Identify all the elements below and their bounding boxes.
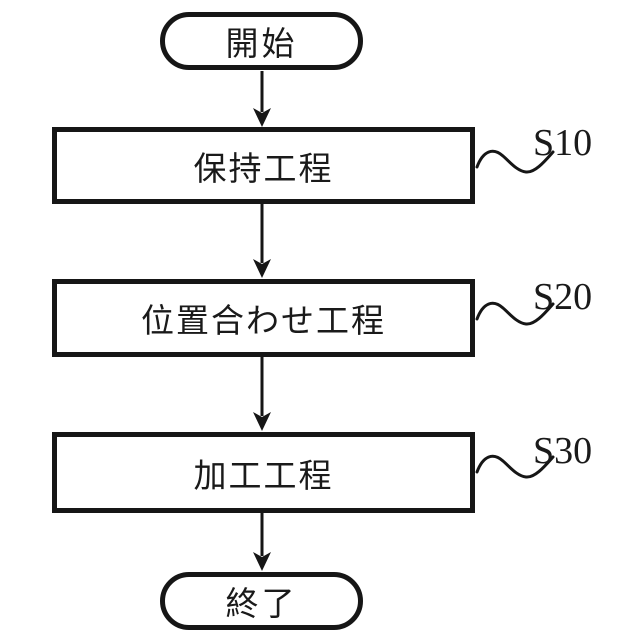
step-ref-label-s20: S20 [533,276,593,318]
end-terminal: 終了 [160,572,363,630]
step-ref-label-s10: S10 [533,122,593,164]
down-arrow [253,71,271,127]
start-terminal: 開始 [160,12,363,70]
process-box-machining: 加工工程 [52,432,475,513]
process-label: 保持工程 [193,149,334,187]
step-ref-squiggle [475,454,555,479]
process-box-alignment: 位置合わせ工程 [52,279,475,357]
end-label: 終了 [225,585,298,622]
step-ref-squiggle [475,301,555,326]
start-label: 開始 [225,25,298,62]
step-ref-squiggle [475,149,555,174]
down-arrow [253,204,271,278]
process-label: 位置合わせ工程 [141,302,386,339]
process-label: 加工工程 [193,456,334,494]
down-arrow [253,357,271,431]
process-box-holding: 保持工程 [52,127,475,204]
down-arrow [253,513,271,571]
step-ref-label-s30: S30 [533,430,593,472]
